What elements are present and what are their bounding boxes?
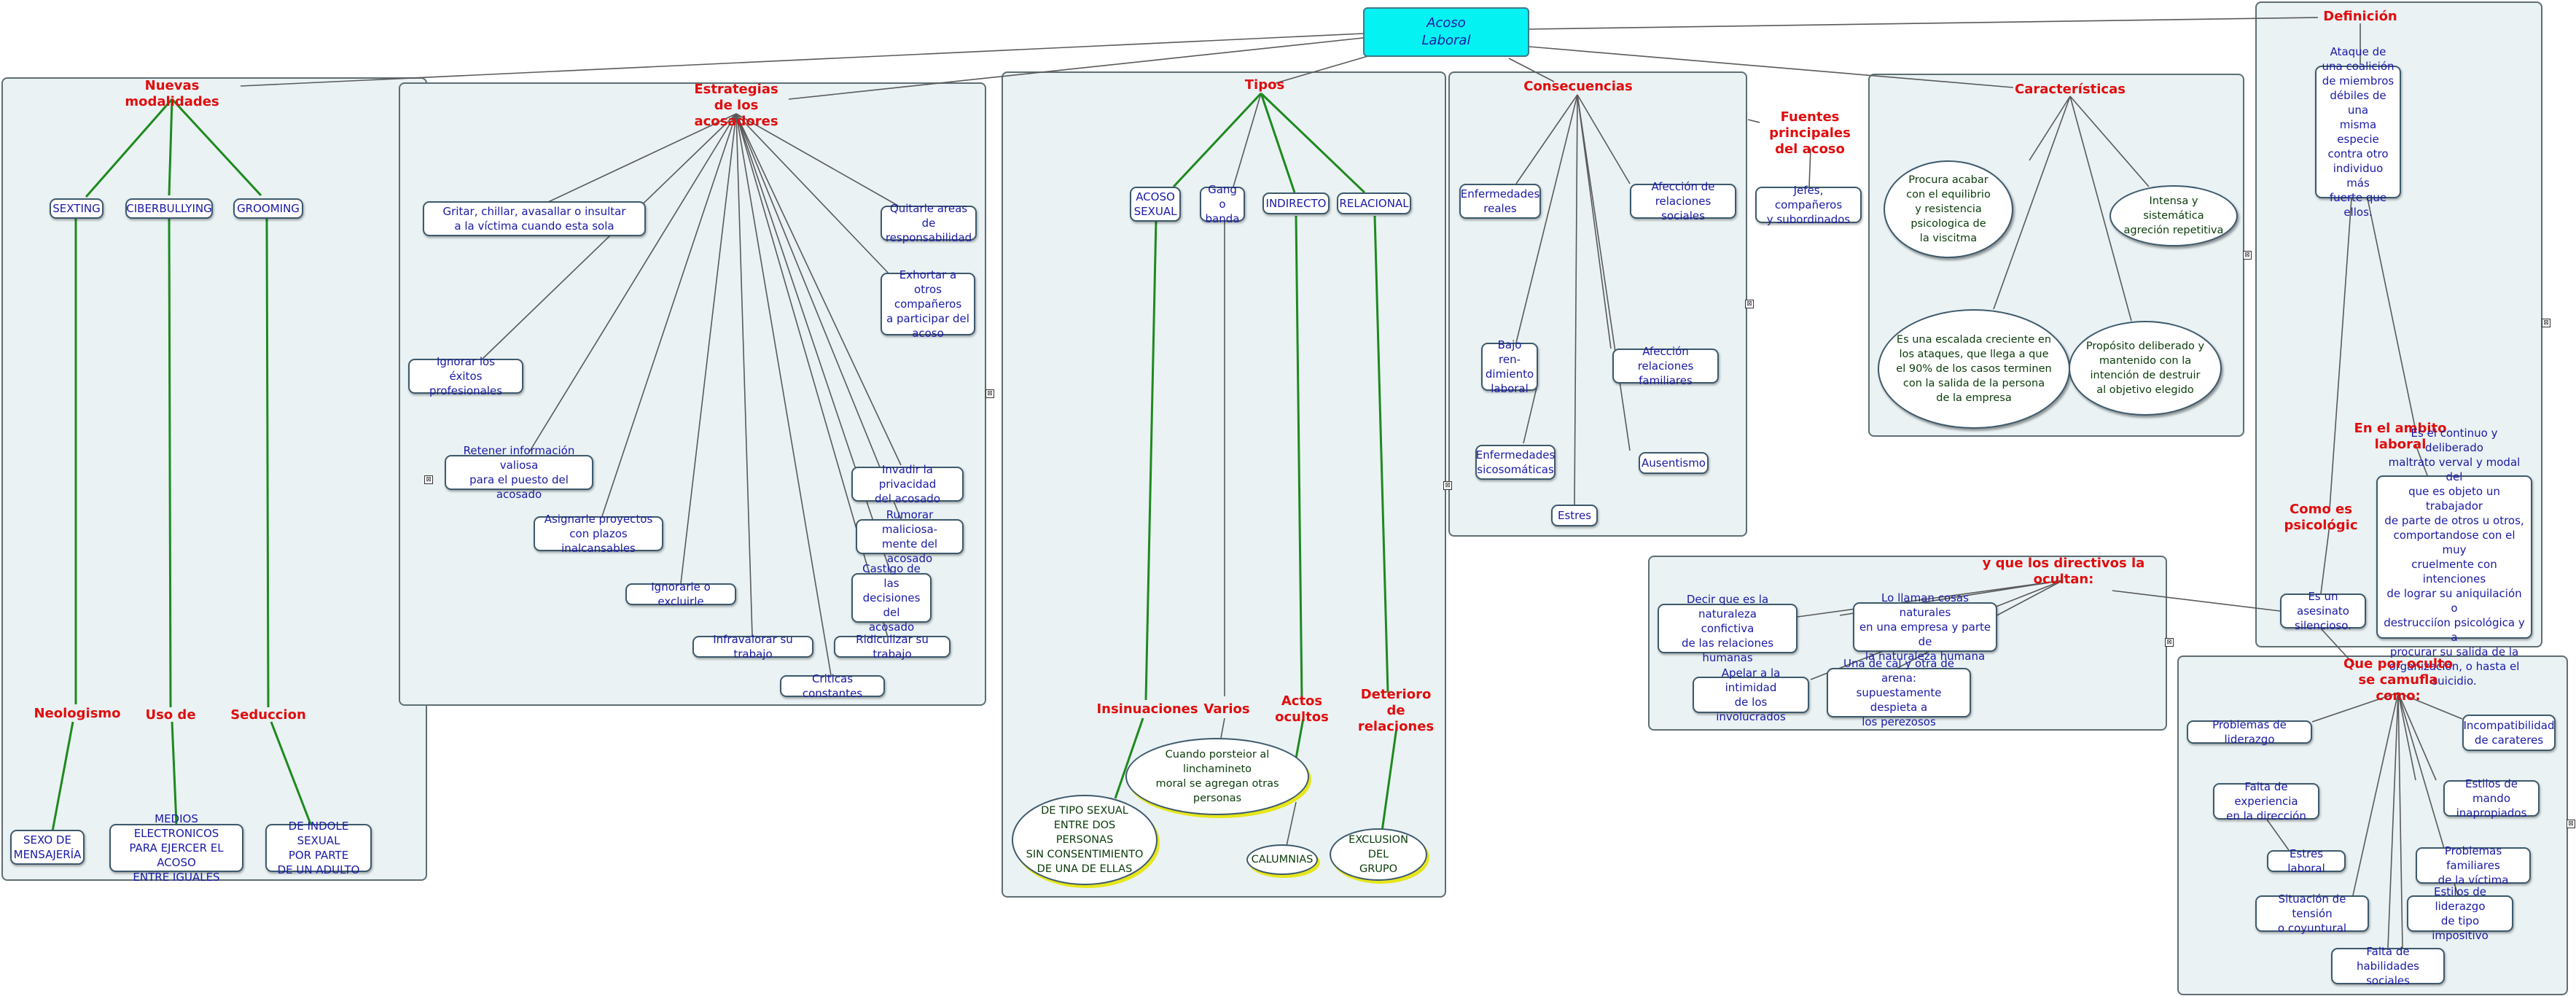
label-deterioro: Deterioro de relaciones: [1357, 687, 1435, 734]
node-tipo-sexual[interactable]: DE TIPO SEXUAL ENTRE DOS PERSONAS SIN CO…: [1012, 795, 1158, 885]
node-gang-o-banda[interactable]: Gang o banda: [1200, 183, 1245, 225]
node-afeccion-familiares[interactable]: Afección relaciones familiares: [1612, 345, 1719, 387]
node-sexting[interactable]: SEXTING: [50, 198, 104, 219]
node-problemas-liderazgo[interactable]: Problemas de liderazgo: [2187, 718, 2312, 746]
node-una-de-cal[interactable]: Una de cal y otra de arena: supuestament…: [1827, 657, 1971, 728]
label-insinuaciones: Insinuaciones: [1096, 701, 1198, 717]
node-calumnias[interactable]: CALUMNIAS: [1246, 844, 1318, 875]
label-neologismo: Neologismo: [34, 706, 121, 721]
node-sexo-de-mensajeria[interactable]: SEXO DE MENSAJERÍA: [10, 830, 85, 865]
node-ignorar-exitos[interactable]: Ignorar los éxitos profesionales: [408, 355, 523, 397]
collapse-toggle-icon[interactable]: ⊠: [2165, 638, 2174, 647]
node-estres[interactable]: Estres: [1551, 505, 1598, 526]
label-consecuencias: Consecuencias: [1523, 79, 1633, 94]
label-seduccion: Seduccion: [230, 707, 306, 723]
node-procura-acabar[interactable]: Procura acabar con el equilibrio y resis…: [1884, 160, 2013, 258]
node-intensa-sistematica[interactable]: Intensa y sistemática agreción repetitiv…: [2109, 185, 2238, 246]
node-ridiculizar[interactable]: Ridiculizar su trabajo: [834, 633, 951, 661]
label-fuentes: Fuentes principales del acoso: [1769, 109, 1851, 157]
node-ausentismo[interactable]: Ausentismo: [1639, 452, 1709, 474]
collapse-toggle-icon[interactable]: ⊠: [424, 475, 433, 484]
node-ciberbullying[interactable]: CIBERBULLYING: [125, 198, 213, 219]
node-decir-naturaleza[interactable]: Decir que es la naturaleza confictiva de…: [1658, 593, 1798, 664]
node-rumorar[interactable]: Rumorar maliciosa- mente del acosado: [856, 508, 964, 565]
node-quitarle[interactable]: Quitarle areas de responsabilidad: [881, 202, 977, 244]
node-asesinato-silencioso[interactable]: Es un asesinato silencioso.: [2280, 590, 2366, 632]
node-acoso-sexual[interactable]: ACOSO SEXUAL: [1130, 187, 1181, 222]
collapse-toggle-icon[interactable]: ⊠: [2542, 319, 2550, 327]
node-problemas-familiares[interactable]: Problemas familiares de la víctima: [2416, 844, 2531, 887]
node-proposito-deliberado[interactable]: Propósito deliberado y mantenido con la …: [2069, 321, 2222, 416]
label-varios: Varios: [1203, 701, 1250, 717]
node-falta-experiencia[interactable]: Falta de experiencia en la dirección: [2213, 780, 2319, 822]
node-exhortar[interactable]: Exhortar a otros compañeros a participar…: [881, 268, 975, 340]
node-grooming[interactable]: GROOMING: [233, 198, 303, 219]
label-caracteristicas: Características: [2015, 82, 2126, 97]
root-acoso-laboral[interactable]: Acoso Laboral: [1363, 7, 1529, 57]
node-asignar[interactable]: Asignarle proyectos con plazos inalcansa…: [534, 513, 663, 555]
node-indole-sexual[interactable]: DE INDOLE SEXUAL POR PARTE DE UN ADULTO: [265, 820, 372, 876]
node-jefes-companeros[interactable]: Jefes, compañeros y subordinados: [1755, 184, 1862, 226]
node-infravalorar[interactable]: Infravalorar su trabajo: [692, 633, 813, 661]
node-situacion-tension[interactable]: Situación de tensión o coyuntural: [2255, 892, 2369, 935]
collapse-toggle-icon[interactable]: ⊠: [2243, 251, 2252, 260]
label-que-por-oculto: Que por oculto se camufla como:: [2343, 656, 2453, 704]
label-tipos: Tipos: [1244, 77, 1285, 93]
node-indirecto[interactable]: INDIRECTO: [1262, 192, 1330, 214]
node-estres-laboral[interactable]: Estres laboral: [2267, 847, 2346, 875]
label-directivos-ocultan: y que los directivos la ocultan:: [1982, 556, 2145, 587]
node-enfermedades-sicosomaticas[interactable]: Enfermedades sicosomáticas: [1475, 445, 1556, 480]
node-estilos-liderazgo[interactable]: Estilos de liderazgo de tipo impositivo: [2407, 885, 2513, 942]
node-castigo[interactable]: Castigo de las decisiones del acosado: [851, 562, 932, 634]
node-continuo-deliberado[interactable]: Es el continuo y deliberado maltrato ver…: [2376, 427, 2532, 688]
node-exclusion-grupo[interactable]: EXCLUSION DEL GRUPO: [1330, 828, 1427, 881]
panel-oculto: [2177, 655, 2568, 995]
node-gritar[interactable]: Gritar, chillar, avasallar o insultar a …: [423, 201, 646, 236]
label-como-psicologico: Como es psicológic: [2284, 502, 2358, 533]
node-medios-electronicos[interactable]: MEDIOS ELECTRONICOS PARA EJERCER EL ACOS…: [109, 812, 243, 884]
node-llaman-naturales[interactable]: Lo llaman cosas naturales en una empresa…: [1853, 591, 1997, 663]
label-actos-ocultos: Actos ocultos: [1275, 693, 1329, 725]
node-falta-habilidades[interactable]: Falta de habilidades sociales: [2331, 945, 2445, 987]
collapse-toggle-icon[interactable]: ⊠: [1443, 481, 1452, 490]
node-retener[interactable]: Retener información valiosa para el pues…: [445, 444, 593, 501]
node-ataque-coalicion[interactable]: Ataque de una coalición de miembros débi…: [2315, 45, 2401, 219]
collapse-toggle-icon[interactable]: ⊠: [2567, 820, 2575, 828]
node-estilos-mando[interactable]: Estilos de mando inapropiados: [2443, 777, 2540, 820]
node-enfermedades-reales[interactable]: Enfermedades reales: [1459, 184, 1541, 219]
node-afeccion-sociales[interactable]: Afección de relaciones sociales: [1630, 180, 1736, 222]
collapse-toggle-icon[interactable]: ⊠: [985, 389, 994, 398]
label-uso-de: Uso de: [145, 707, 196, 723]
node-apelar-intimidad[interactable]: Apelar a la intimidad de los involucrado…: [1693, 666, 1809, 723]
node-cuando-posterior[interactable]: Cuando porsteior al linchamineto moral s…: [1125, 738, 1309, 815]
node-criticas[interactable]: Criticas constantes: [780, 672, 885, 700]
node-relacional[interactable]: RELACIONAL: [1337, 192, 1411, 214]
node-escalada-creciente[interactable]: Es una escalada creciente en los ataques…: [1878, 309, 2070, 429]
node-incompatibilidad[interactable]: Incompatibilidad de carateres: [2462, 715, 2556, 751]
label-estrategias: Estrategias de los acosadores: [694, 82, 778, 129]
label-nuevas-modalidades: Nuevas modalidades: [125, 78, 219, 109]
node-invadir[interactable]: Invadir la privacidad del acosado: [851, 463, 964, 505]
node-bajo-rendimiento[interactable]: Bajo ren- dimiento laboral: [1481, 338, 1538, 395]
node-ignorarle[interactable]: Ignorarle o excluirle: [625, 580, 736, 608]
label-definicion: Definición: [2323, 9, 2397, 24]
collapse-toggle-icon[interactable]: ⊠: [1745, 300, 1754, 308]
